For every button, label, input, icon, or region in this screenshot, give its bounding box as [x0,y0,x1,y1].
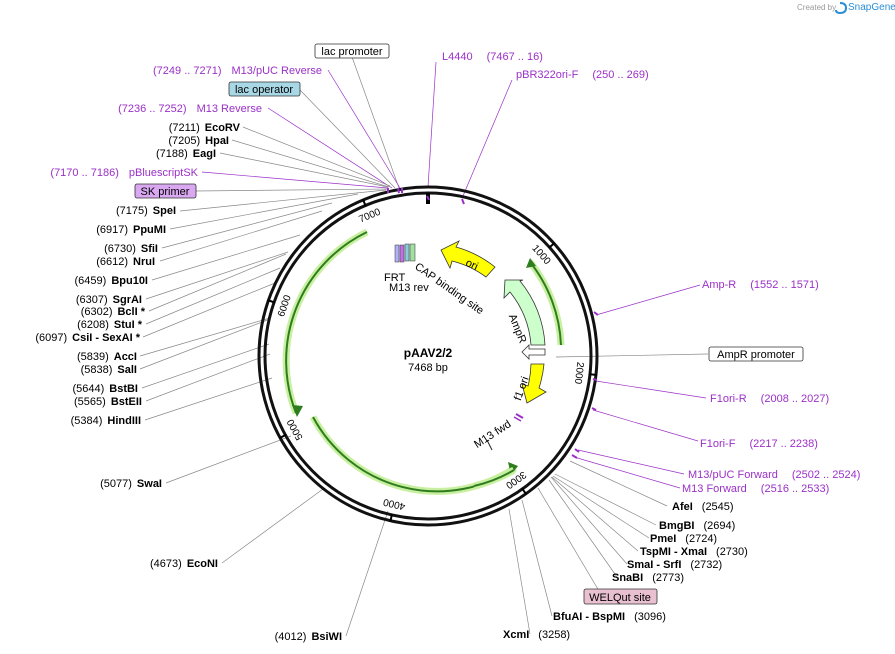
left-enzyme-labels: (7211)EcoRV(7205)HpaI(7188)EagI (7175)Spe… [35,122,342,643]
enzyme-label[interactable]: BmgBI(2694) [659,520,735,532]
f1-ori-feature: f1 ori [512,363,547,404]
primer-sites [387,187,599,459]
enzyme-label[interactable]: (6730)SfiI [104,243,158,255]
enzyme-label[interactable]: (6302)BclI * [81,306,146,318]
enzyme-label[interactable]: XcmI(3258) [503,629,570,641]
m13-forward-label[interactable]: M13 Forward(2516 .. 2533) [682,483,829,495]
ruler-tick-label: 4000 [382,496,407,512]
enzyme-label[interactable]: (5384)HindIII [71,415,141,427]
l4440-label[interactable]: L4440(7467 .. 16) [442,51,543,63]
enzyme-label[interactable]: TspMI - XmaI(2730) [640,546,748,558]
enzyme-label[interactable]: (5644)BstBI [72,383,138,395]
m13-reverse-label[interactable]: (7236 .. 7252)M13 Reverse [118,103,262,115]
welqut-label: WELQut site [589,592,651,604]
ruler-tick-label: 2000 [572,361,585,385]
enzyme-label[interactable]: (5565)BstEII [74,396,142,408]
f1ori-r-label[interactable]: F1ori-R(2008 .. 2027) [710,393,829,405]
enzyme-label[interactable]: (7188)EagI [156,148,216,160]
enzyme-label[interactable]: (4673)EcoNI [150,558,218,570]
amp-r-label[interactable]: Amp-R(1552 .. 1571) [702,279,819,291]
sk-primer-label: SK primer [141,186,190,198]
right-enzyme-labels: AfeI(2545) BmgBI(2694)PmeI(2724)TspMI - X… [503,501,748,641]
leader-lines [139,56,709,637]
enzyme-label[interactable]: BfuAI - BspMI(3096) [553,611,666,623]
pbluescriptsk-label[interactable]: (7170 .. 7186)pBluescriptSK [50,167,198,179]
snapgene-brand: SnapGene [848,2,895,13]
created-by-text: Created by [797,3,836,12]
m13-puc-reverse-label[interactable]: (7249 .. 7271)M13/pUC Reverse [153,65,322,77]
orf-arcs [282,228,565,495]
enzyme-label[interactable]: (6459)Bpu10I [75,275,148,287]
ampr-promoter-label: AmpR promoter [717,349,795,361]
m13fwd-label: M13 fwd [472,418,513,451]
enzyme-label[interactable]: (5838)SalI [81,364,137,376]
f1ori-f-label[interactable]: F1ori-F(2217 .. 2238) [700,438,818,450]
ruler-tick [389,513,394,522]
plasmid-length: 7468 bp [408,362,448,374]
m13-fwd-mark: M13 fwd [472,413,524,451]
pbr322ori-label[interactable]: pBR322ori-F(250 .. 269) [516,69,649,81]
enzyme-label[interactable]: (6208)StuI * [77,319,143,331]
lac-promoter-box[interactable]: lac promoter [314,43,390,59]
lac-operator-box[interactable]: lac operator [228,81,301,97]
enzyme-label[interactable]: (7205)HpaI [168,135,229,147]
enzyme-label[interactable]: (6307)SgrAI [76,294,142,306]
enzyme-label[interactable]: SmaI - SrfI(2732) [627,559,722,571]
lac-promoter-label: lac promoter [321,46,382,58]
ruler-tick [267,299,276,304]
snapgene-logo-icon [835,2,848,15]
enzyme-label[interactable]: (7211)EcoRV [169,122,241,134]
ruler-tick [588,373,598,376]
enzyme-label[interactable]: (7175)SpeI [116,205,176,217]
sk-primer-box[interactable]: SK primer [134,183,197,199]
ampr-feature: AmpR [503,279,546,346]
small-features [394,243,416,263]
m13rev-label: M13 rev [389,282,429,294]
ampr-promoter-arrow [521,344,546,360]
enzyme-label[interactable]: (5839)AccI [77,351,137,363]
ori-feature: ori [440,240,496,278]
enzyme-label[interactable]: (6097)CsiI - SexAI * [35,332,140,344]
ruler-tick-label: 7000 [357,207,382,226]
ruler-tick [361,198,367,207]
enzyme-label[interactable]: (6612)NruI [96,256,155,268]
lac-operator-label: lac operator [235,84,293,96]
enzyme-label[interactable]: (4012)BsiWI [275,631,342,643]
ruler-tick [548,241,556,249]
enzyme-label[interactable]: AfeI(2545) [672,501,734,513]
frt-label: FRT [384,272,405,284]
ruler-tick [278,433,287,440]
enzyme-label[interactable]: (5077)SwaI [100,478,162,490]
enzyme-label[interactable]: (6917)PpuMI [96,224,166,236]
ruler-tick [520,487,528,496]
enzyme-label[interactable]: SnaBI(2773) [612,572,684,584]
plasmid-name: pAAV2/2 [404,346,453,360]
ampr-promoter-box[interactable]: AmpR promoter [708,346,804,362]
welqut-box[interactable]: WELQut site [583,588,658,605]
m13-puc-forward-label[interactable]: M13/pUC Forward(2502 .. 2524) [688,469,860,481]
ori-label: ori [464,257,480,273]
enzyme-label[interactable]: PmeI(2724) [650,533,717,545]
